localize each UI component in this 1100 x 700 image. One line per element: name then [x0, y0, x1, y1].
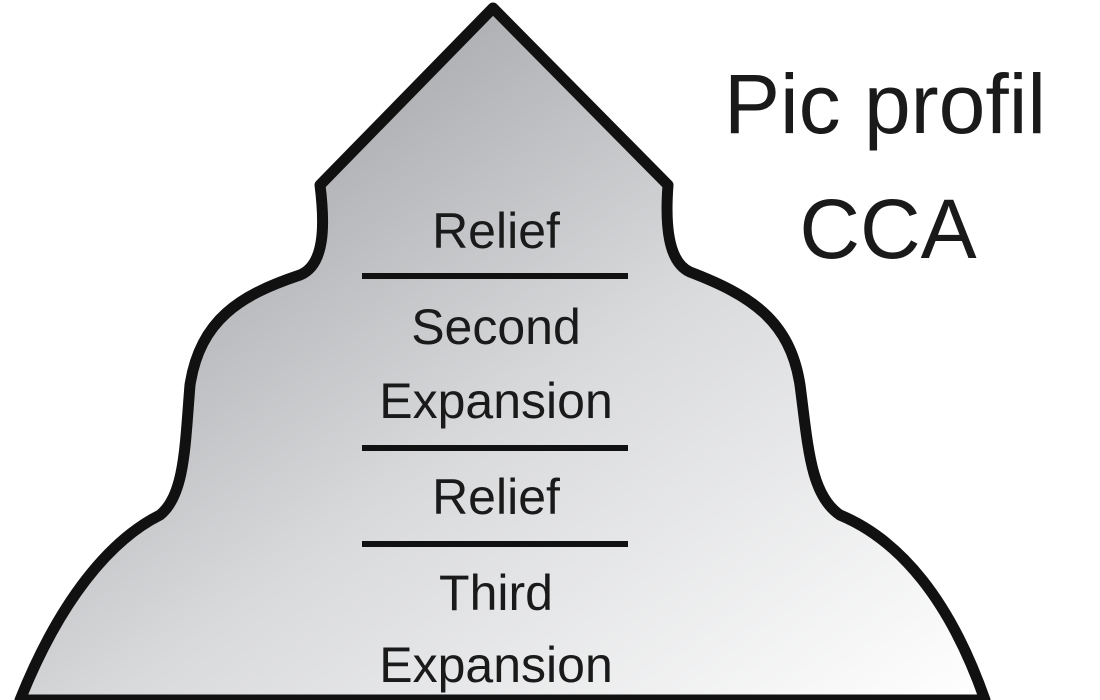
zone-label-second: Second — [411, 299, 581, 355]
zone-label-third-expansion: Expansion — [379, 637, 613, 693]
zone-label-relief-1: Relief — [432, 203, 560, 259]
diagram-title-line-2: CCA — [799, 182, 976, 276]
zone-label-relief-2: Relief — [432, 469, 560, 525]
zone-label-second-expansion: Expansion — [379, 373, 613, 429]
peak-shape — [14, 2, 991, 700]
zone-label-third: Third — [439, 565, 553, 621]
diagram-title-line-1: Pic profil — [724, 57, 1046, 151]
